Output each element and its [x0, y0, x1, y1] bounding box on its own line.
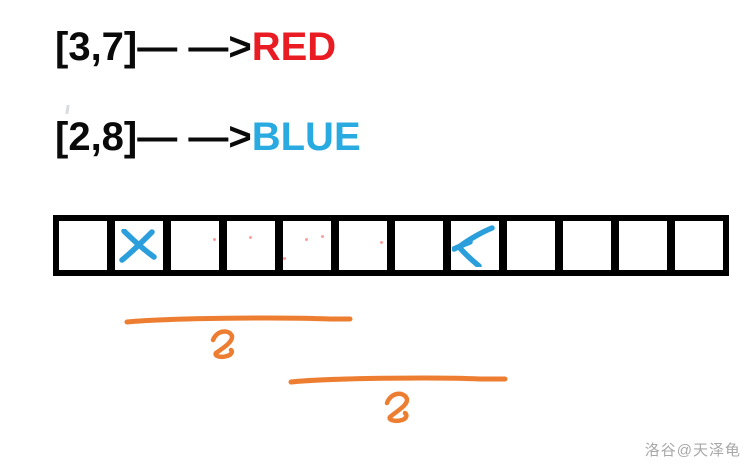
array-cell-11 — [619, 221, 667, 270]
color-name-blue: BLUE — [251, 115, 361, 159]
faint-red-dot — [321, 235, 324, 238]
array-cell-7 — [395, 221, 443, 270]
faint-red-dot — [213, 238, 216, 241]
color-name-red: RED — [251, 25, 337, 69]
faint-red-dot — [305, 238, 308, 241]
array-row — [53, 215, 729, 276]
interval-underline-1 — [124, 315, 353, 325]
legend-entry-red: [3,7]— —>RED — [55, 27, 336, 67]
interval-range-blue: [2,8] — [55, 115, 138, 159]
interval-underline-2 — [288, 375, 508, 385]
interval-length-glyph-2 — [384, 391, 410, 424]
faint-red-dot — [249, 236, 252, 239]
blue-x-check-mark — [452, 224, 495, 267]
array-cell-12 — [675, 221, 723, 270]
array-cell-1 — [59, 221, 107, 270]
faint-red-dot — [283, 257, 286, 260]
array-cell-6 — [339, 221, 387, 270]
array-cell-9 — [507, 221, 555, 270]
array-cell-2 — [115, 221, 163, 270]
arrow-blue: — —> — [137, 115, 252, 159]
array-cell-10 — [563, 221, 611, 270]
arrow-red: — —> — [137, 25, 252, 69]
blue-x-cross-mark — [119, 228, 157, 263]
faint-red-dot — [380, 241, 383, 244]
array-cell-5 — [283, 221, 331, 270]
interval-length-glyph-1 — [210, 329, 235, 360]
legend-entry-blue: [2,8]— —>BLUE — [55, 117, 361, 157]
watermark: 洛谷@天泽龟 — [644, 442, 741, 459]
stray-pen-mark — [65, 104, 70, 115]
array-cell-3 — [171, 221, 219, 270]
array-cell-8 — [451, 221, 499, 270]
array-cell-4 — [227, 221, 275, 270]
interval-range-red: [3,7] — [55, 25, 138, 69]
